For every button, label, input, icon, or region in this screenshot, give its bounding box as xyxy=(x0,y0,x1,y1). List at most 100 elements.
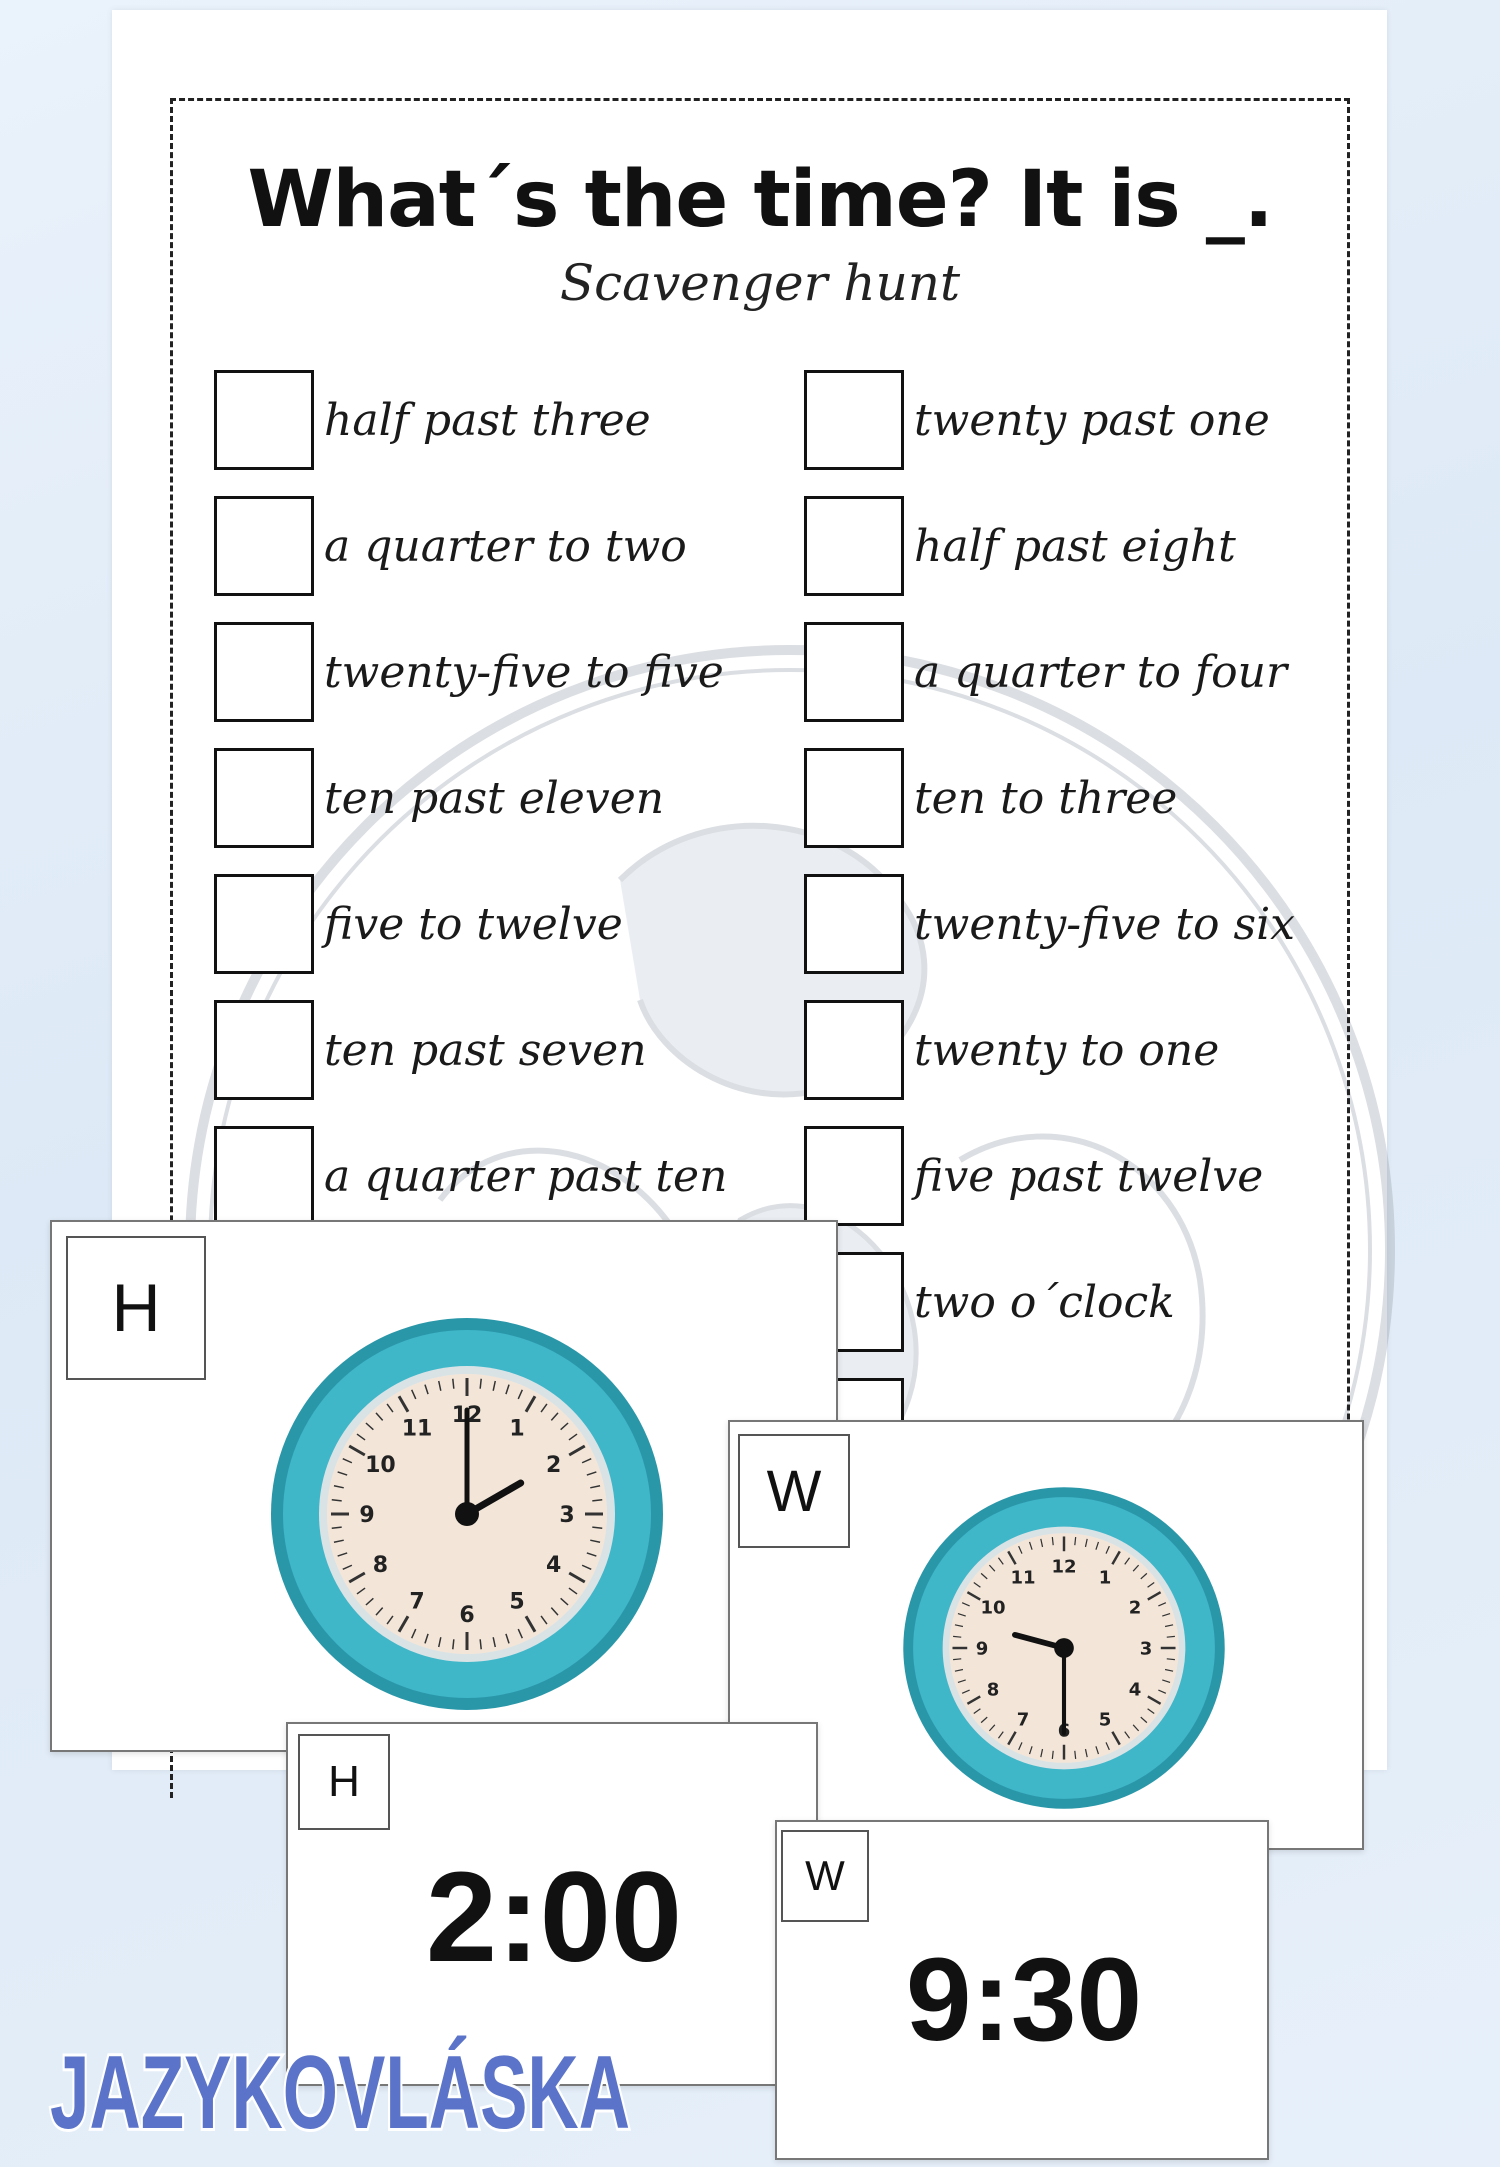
checkbox[interactable] xyxy=(804,496,904,596)
clock-number: 8 xyxy=(987,1680,1000,1701)
clock-tick xyxy=(1132,1724,1140,1732)
checkbox[interactable] xyxy=(804,1000,904,1100)
clock-tick xyxy=(517,1389,524,1400)
digital-time: 9:30 xyxy=(905,1934,1143,2066)
checklist-item[interactable]: half past eight xyxy=(804,494,1295,598)
clock-tick xyxy=(592,1499,603,1502)
clock-number: 5 xyxy=(1099,1710,1112,1731)
card-letter: H xyxy=(66,1236,206,1380)
left-checklist: half past three a quarter to two twenty-… xyxy=(214,368,727,1228)
clock-tick xyxy=(1147,1581,1155,1588)
checklist-label: a quarter to two xyxy=(324,520,687,572)
clock-tick xyxy=(973,1708,981,1715)
digital-card-h[interactable]: H 2:00 xyxy=(286,1722,818,2086)
checklist-label: twenty-five to five xyxy=(324,646,724,698)
checklist-item[interactable]: twenty past one xyxy=(804,368,1295,472)
checkbox[interactable] xyxy=(214,748,314,848)
checklist-item[interactable]: a quarter past ten xyxy=(214,1124,727,1228)
clock-tick xyxy=(1147,1591,1162,1601)
clock-tick xyxy=(365,1597,374,1606)
clock-tick xyxy=(348,1571,366,1584)
checklist-item[interactable]: twenty to one xyxy=(804,998,1295,1102)
clock-tick xyxy=(437,1637,442,1648)
clock-tick xyxy=(333,1484,344,1489)
clock-tick xyxy=(568,1571,586,1584)
clock-tick xyxy=(424,1384,429,1395)
clock-tick xyxy=(1124,1731,1131,1739)
clock-tick xyxy=(1084,1748,1088,1758)
clock-tick xyxy=(1051,1537,1054,1546)
clock-number: 10 xyxy=(365,1453,396,1478)
checklist-item[interactable]: two o´clock xyxy=(804,1250,1295,1354)
checklist-item[interactable]: five to twelve xyxy=(214,872,727,976)
clock-tick xyxy=(1040,1748,1044,1758)
clock-tick xyxy=(386,1615,394,1625)
checklist-item[interactable]: twenty-five to five xyxy=(214,620,727,724)
checklist-label: twenty-five to six xyxy=(914,898,1295,950)
checkbox[interactable] xyxy=(804,748,904,848)
clock-tick xyxy=(342,1457,353,1464)
checklist-label: a quarter to four xyxy=(914,646,1288,698)
clock-tick xyxy=(517,1628,524,1639)
clock-tick xyxy=(560,1597,569,1606)
checkbox[interactable] xyxy=(214,622,314,722)
clock-tick xyxy=(586,1471,597,1476)
clock-tick xyxy=(1084,1538,1088,1548)
clock-tick xyxy=(1028,1541,1033,1550)
clock-tick xyxy=(957,1679,966,1684)
checkbox[interactable] xyxy=(214,496,314,596)
clock-tick xyxy=(581,1564,592,1571)
checkbox[interactable] xyxy=(804,1126,904,1226)
clock-card-w[interactable]: W 121234567891011 xyxy=(728,1420,1364,1850)
checklist-item[interactable]: five past twelve xyxy=(804,1124,1295,1228)
checkbox[interactable] xyxy=(804,622,904,722)
clock-tick xyxy=(479,1639,482,1650)
clock-number: 8 xyxy=(373,1553,388,1578)
clock-tick xyxy=(1007,1550,1017,1565)
clock-tick xyxy=(410,1628,417,1639)
checklist-item[interactable]: ten past seven xyxy=(214,998,727,1102)
clock-number: 11 xyxy=(1010,1568,1035,1589)
worksheet-title: What´s the time? It is _. xyxy=(247,155,1274,245)
checkbox[interactable] xyxy=(214,1000,314,1100)
clock-tick xyxy=(1158,1689,1167,1694)
checkbox[interactable] xyxy=(804,370,904,470)
checklist-item[interactable]: half past three xyxy=(214,368,727,472)
clock-tick xyxy=(452,1639,455,1650)
clock-tick xyxy=(961,1689,970,1694)
clock-number: 10 xyxy=(980,1598,1005,1619)
card-letter: W xyxy=(738,1434,850,1548)
checklist-label: ten past seven xyxy=(324,1024,647,1076)
clock-tick xyxy=(988,1564,996,1572)
clock-tick xyxy=(953,1635,962,1638)
checkbox[interactable] xyxy=(214,1126,314,1226)
checklist-item[interactable]: ten past eleven xyxy=(214,746,727,850)
dashed-border xyxy=(170,98,1350,1798)
clock-number: 11 xyxy=(402,1416,433,1441)
clock-tick xyxy=(997,1557,1004,1565)
clock-number: 4 xyxy=(546,1553,561,1578)
clock-tick xyxy=(492,1637,497,1648)
checklist-item[interactable]: a quarter to four xyxy=(804,620,1295,724)
clock-tick xyxy=(586,1552,597,1557)
clock-tick xyxy=(957,1612,966,1617)
clock-tick xyxy=(342,1564,353,1571)
digital-card-w[interactable]: W 9:30 xyxy=(775,1820,1269,2160)
checkbox[interactable] xyxy=(214,874,314,974)
brand-logo: JAZYKOVLÁSKA xyxy=(47,2032,633,2150)
checklist-item[interactable]: ten to three xyxy=(804,746,1295,850)
checklist-label: five past twelve xyxy=(914,1150,1264,1202)
checkbox[interactable] xyxy=(804,874,904,974)
checklist-item[interactable]: twenty-five to six xyxy=(804,872,1295,976)
clock-tick xyxy=(590,1539,601,1544)
clock-card-h[interactable]: H 121234567891011 xyxy=(50,1220,838,1752)
checkbox[interactable] xyxy=(214,370,314,470)
clock-tick xyxy=(1124,1557,1131,1565)
checklist-item[interactable]: a quarter to two xyxy=(214,494,727,598)
clock-tick xyxy=(954,1624,964,1628)
clock-tick xyxy=(375,1607,384,1616)
checklist-label: twenty past one xyxy=(914,394,1270,446)
clock-tick xyxy=(1166,1658,1175,1661)
clock-number: 5 xyxy=(509,1590,524,1615)
checklist-label: a quarter past ten xyxy=(324,1150,728,1202)
